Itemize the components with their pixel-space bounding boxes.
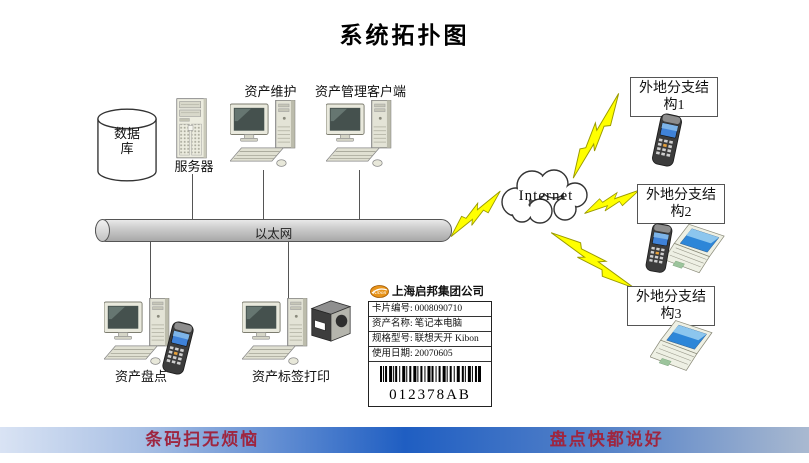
line-ethernet-to-inventory <box>150 241 151 299</box>
line-ethernet-to-print <box>288 241 289 299</box>
card-row-number: 卡片编号:0008090710 <box>369 302 491 317</box>
card-row-date: 使用日期:20070605 <box>369 347 491 362</box>
page-title: 系统拓扑图 <box>339 22 470 48</box>
asset-card-header: Kibon 上海启邦集团公司 <box>368 283 492 301</box>
barcode-icon <box>380 366 481 382</box>
asset-inventory-label: 资产盘点 <box>114 369 167 384</box>
company-name: 上海启邦集团公司 <box>392 286 484 298</box>
barcode-area: 012378AB <box>369 362 491 406</box>
asset-client-pc-icon <box>326 100 406 169</box>
card-row-model-value: 联想天开 Kibon <box>414 334 479 344</box>
asset-card-body: 卡片编号:0008090710 资产名称:笔记本电脑 规格型号:联想天开 Kib… <box>368 301 492 407</box>
server-icon <box>170 98 216 160</box>
branch-box-2: 外地分支结构2 <box>637 184 725 224</box>
branch-box-1: 外地分支结构1 <box>630 77 718 117</box>
company-logo-icon: Kibon <box>370 284 389 298</box>
card-row-name-label: 资产名称: <box>372 319 413 329</box>
asset-maintenance-pc-icon <box>230 100 310 169</box>
line-maintenance-to-ethernet <box>263 170 264 220</box>
label-printer-icon <box>306 298 354 344</box>
footer-right-section: 盘点快都说好 <box>404 427 809 453</box>
branch-box-3: 外地分支结构3 <box>627 286 715 326</box>
footer-left-slogan: 条码扫无烦恼 <box>145 430 260 449</box>
card-row-name-value: 笔记本电脑 <box>414 319 463 329</box>
card-row-date-value: 20070605 <box>414 349 453 359</box>
line-client-to-ethernet <box>359 170 360 220</box>
card-row-number-label: 卡片编号: <box>372 304 413 314</box>
ethernet-bus-cap <box>95 219 110 242</box>
footer-right-slogan: 盘点快都说好 <box>549 430 664 449</box>
asset-label-card: Kibon 上海启邦集团公司 卡片编号:0008090710 资产名称:笔记本电… <box>368 283 492 407</box>
footer-banner: 条码扫无烦恼 盘点快都说好 <box>0 427 809 453</box>
bolt-internet-to-branch3-icon <box>550 217 636 304</box>
line-server-to-ethernet <box>192 174 193 220</box>
ethernet-bus: 以太网 <box>95 219 452 242</box>
footer-left-section: 条码扫无烦恼 <box>0 427 405 453</box>
asset-maintenance-label: 资产维护 <box>244 84 297 99</box>
bolt-ethernet-to-internet-icon <box>441 190 510 238</box>
barcode-number: 012378AB <box>389 387 471 403</box>
internet-label: Internet <box>518 188 574 204</box>
bolt-internet-to-branch1-icon <box>557 92 635 179</box>
card-row-model: 规格型号:联想天开 Kibon <box>369 332 491 347</box>
card-row-name: 资产名称:笔记本电脑 <box>369 317 491 332</box>
branch1-handheld-icon <box>647 109 688 170</box>
asset-print-label: 资产标签打印 <box>251 369 330 384</box>
svg-text:Kibon: Kibon <box>372 290 387 296</box>
bolt-internet-to-branch2-icon <box>582 189 641 214</box>
card-row-number-value: 0008090710 <box>414 304 463 314</box>
branch3-laptop-icon <box>650 318 718 376</box>
card-row-model-label: 规格型号: <box>372 334 413 344</box>
server-label: 服务器 <box>158 159 230 174</box>
card-row-date-label: 使用日期: <box>372 349 413 359</box>
ethernet-label: 以太网 <box>254 227 293 241</box>
database-label: 数据库 <box>113 126 140 156</box>
asset-client-label: 资产管理客户端 <box>314 84 406 99</box>
